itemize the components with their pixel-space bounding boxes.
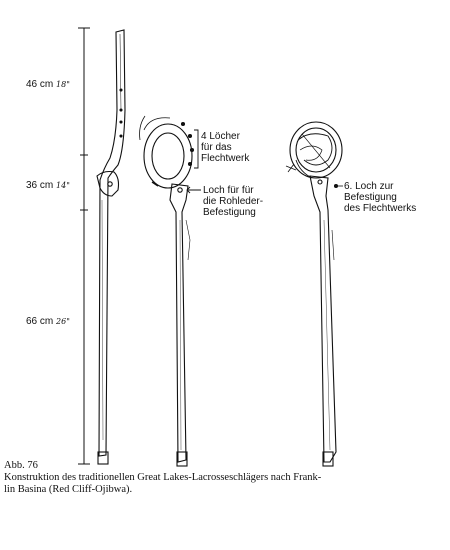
holes-label-line-2: für das (201, 142, 232, 153)
measure-inch-2: 14" (56, 181, 70, 190)
figure-number: Abb. 76 (4, 460, 38, 471)
measure-inch-3: 26" (56, 317, 70, 326)
holes-bracket (194, 129, 199, 169)
stick-finished-view (285, 121, 343, 467)
holes-label-line-3: Flechtwerk (201, 153, 250, 164)
stick-front-view (139, 115, 195, 467)
measure-cm-1: 46 cm (26, 79, 54, 90)
caption-text-line-1: Konstruktion des traditionellen Great La… (4, 472, 322, 483)
rawhide-label-line-2: die Rohleder- (203, 196, 264, 207)
measure-label-1: 46 cm 18" (26, 79, 70, 90)
measure-cm-2: 36 cm (26, 180, 54, 191)
sixth-hole-label: 6. Loch zur Befestigung des Flechtwerks (344, 181, 416, 214)
stick-side-view (96, 29, 126, 465)
dimension-line (78, 27, 90, 465)
measure-inch-1: 18" (56, 80, 70, 89)
sixth-hole-label-line-3: des Flechtwerks (344, 203, 417, 214)
measure-label-2: 36 cm 14" (26, 180, 70, 191)
rawhide-arrow (186, 186, 201, 194)
measure-label-3: 66 cm 26" (26, 316, 70, 327)
rawhide-label: Loch für für die Rohleder- Befestigung (203, 185, 263, 218)
holes-label-line-1: 4 Löcher (201, 131, 240, 142)
figure-caption: Abb. 76 Konstruktion des traditionellen … (4, 460, 446, 496)
sixth-hole-label-line-1: 6. Loch zur (344, 181, 394, 192)
measure-cm-3: 66 cm (26, 316, 54, 327)
holes-label: 4 Löcher für das Flechtwerk (201, 131, 249, 164)
caption-text-line-2: lin Basina (Red Cliff-Ojibwa). (4, 484, 133, 495)
sixth-hole-label-line-2: Befestigung (344, 192, 397, 203)
rawhide-label-line-1: Loch für für (203, 185, 254, 196)
rawhide-label-line-3: Befestigung (203, 207, 256, 218)
